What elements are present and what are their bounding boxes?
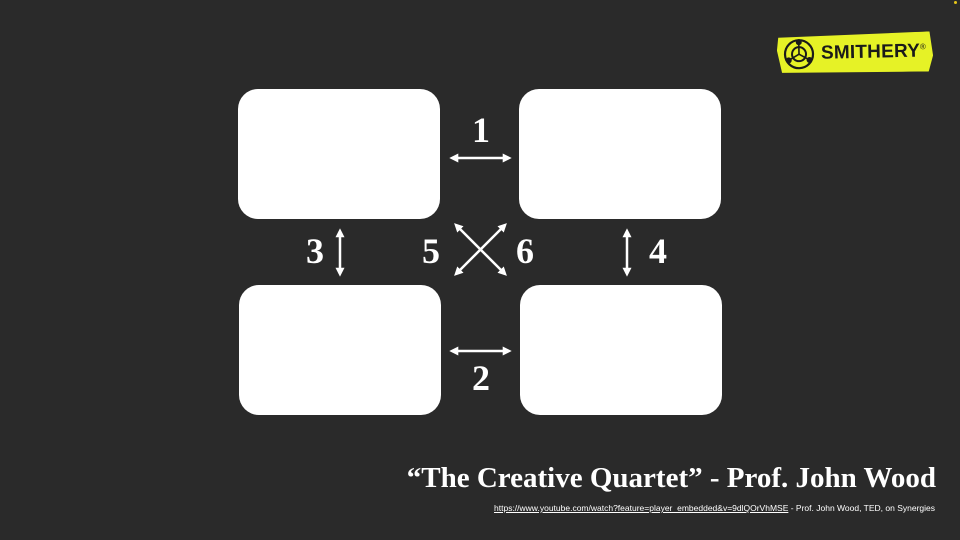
label-2: 2 (472, 358, 490, 398)
source-link[interactable]: https://www.youtube.com/watch?feature=pl… (494, 503, 789, 513)
smithery-logo: SMITHERY® (777, 31, 934, 74)
quartet-box-top-right (519, 89, 721, 219)
source-attribution: - Prof. John Wood, TED, on Synergies (788, 503, 935, 513)
logo-emblem-icon (782, 37, 817, 72)
registered-mark: ® (919, 42, 927, 52)
corner-dot (954, 1, 957, 4)
label-5: 5 (422, 231, 440, 271)
source-credit: https://www.youtube.com/watch?feature=pl… (494, 503, 935, 513)
label-4: 4 (649, 231, 667, 271)
label-3: 3 (306, 231, 324, 271)
quartet-box-top-left (238, 89, 440, 219)
arrow-6 (454, 223, 507, 276)
quartet-box-bottom-right (520, 285, 722, 415)
label-6: 6 (516, 231, 534, 271)
logo-text: SMITHERY (820, 40, 921, 64)
logo-wordmark: SMITHERY® (821, 41, 927, 65)
slide-title: “The Creative Quartet” - Prof. John Wood (406, 462, 936, 494)
quartet-box-bottom-left (239, 285, 441, 415)
label-1: 1 (472, 110, 490, 150)
